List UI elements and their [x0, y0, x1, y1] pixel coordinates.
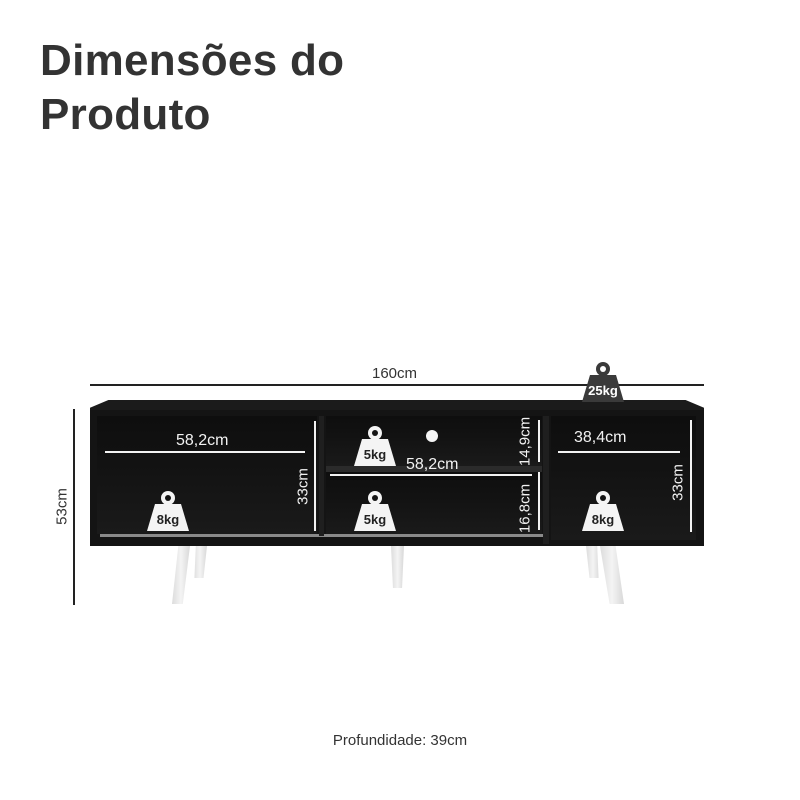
weight-badge-right: 8kg: [580, 489, 626, 533]
center-upper-height-label: 14,9cm: [516, 416, 534, 467]
weight-badge-center-upper: 5kg: [352, 424, 398, 468]
title-line-1: Dimensões do: [40, 36, 345, 85]
total-width-label: 160cm: [372, 365, 418, 382]
leg-back-right: [586, 546, 599, 578]
weight-label: 8kg: [156, 512, 180, 527]
leg-center: [391, 546, 404, 588]
weight-label: 8kg: [591, 512, 615, 527]
weight-icon: [582, 491, 624, 531]
center-width-line: [330, 474, 532, 476]
weight-label: 5kg: [363, 447, 387, 462]
center-shelf: [326, 466, 542, 472]
weight-badge-top: 25kg: [580, 360, 626, 404]
right-width-line: [558, 451, 680, 453]
weight-icon: [147, 491, 189, 531]
divider-right: [543, 416, 549, 544]
title-line-2: Produto: [40, 90, 211, 139]
weight-badge-center-lower: 5kg: [352, 489, 398, 533]
compartment-left: [97, 416, 317, 534]
divider-left: [319, 416, 324, 536]
page-title: Dimensões do Produto: [40, 34, 344, 142]
tabletop: [90, 400, 704, 413]
weight-icon: [354, 491, 396, 531]
weight-badge-left: 8kg: [145, 489, 191, 533]
compartment-right: [551, 416, 696, 540]
left-width-label: 58,2cm: [176, 432, 229, 449]
right-width-label: 38,4cm: [574, 429, 627, 446]
left-height-line: [314, 421, 316, 531]
left-height-label: 33cm: [294, 468, 312, 505]
total-width-line: [90, 384, 704, 386]
cable-hole: [426, 430, 438, 442]
right-height-line: [690, 420, 692, 532]
total-height-line: [73, 409, 75, 605]
weight-label: 25kg: [588, 383, 618, 398]
center-lower-height-label: 16,8cm: [516, 483, 534, 534]
right-height-label: 33cm: [669, 464, 687, 501]
center-upper-height-line: [538, 420, 540, 462]
leg-back-left: [194, 546, 207, 578]
total-height-label: 53cm: [53, 488, 71, 525]
weight-icon: [354, 426, 396, 466]
weight-icon: [582, 362, 624, 402]
leg-front-left: [172, 546, 190, 604]
weight-label: 5kg: [363, 512, 387, 527]
left-width-line: [105, 451, 305, 453]
depth-label: Profundidade: 39cm: [332, 732, 468, 749]
leg-front-right: [600, 546, 624, 604]
center-lower-height-line: [538, 472, 540, 530]
center-width-label: 58,2cm: [406, 456, 459, 473]
